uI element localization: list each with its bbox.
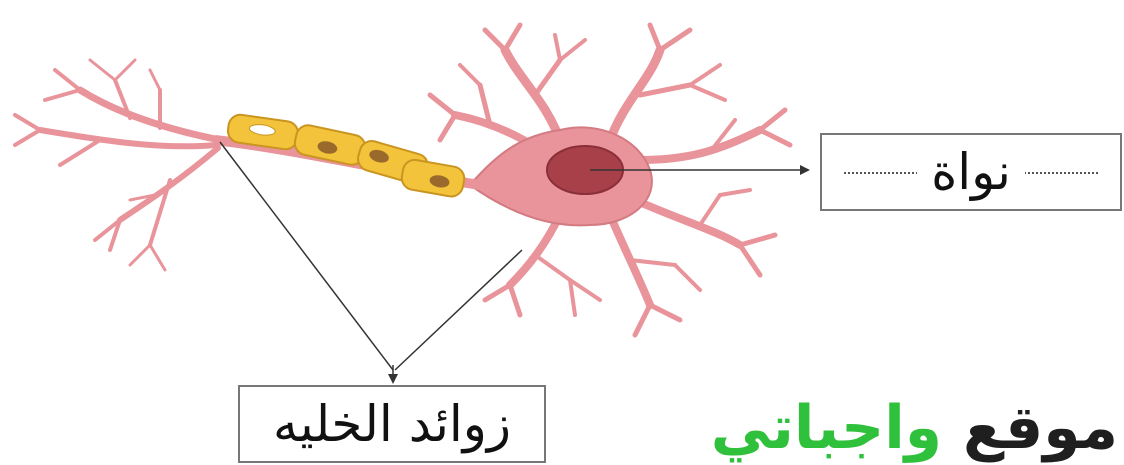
nucleus-label: نواة — [917, 135, 1025, 209]
axon-terminals — [15, 60, 220, 270]
nucleus-label-box: نواة — [820, 133, 1122, 211]
extensions-pointer-line-right — [395, 250, 522, 370]
myelin-segment — [293, 123, 368, 167]
myelin-segment — [400, 158, 466, 198]
extensions-pointer-line-left — [220, 142, 393, 370]
cell-extensions-label-box: زوائد الخليه — [238, 385, 546, 463]
watermark: موقع واجباتي — [711, 392, 1118, 464]
cell-extensions-label: زوائد الخليه — [246, 387, 538, 461]
watermark-part1: موقع — [963, 393, 1118, 463]
watermark-part2: واجباتي — [711, 393, 942, 463]
myelin-sheath — [226, 113, 466, 198]
